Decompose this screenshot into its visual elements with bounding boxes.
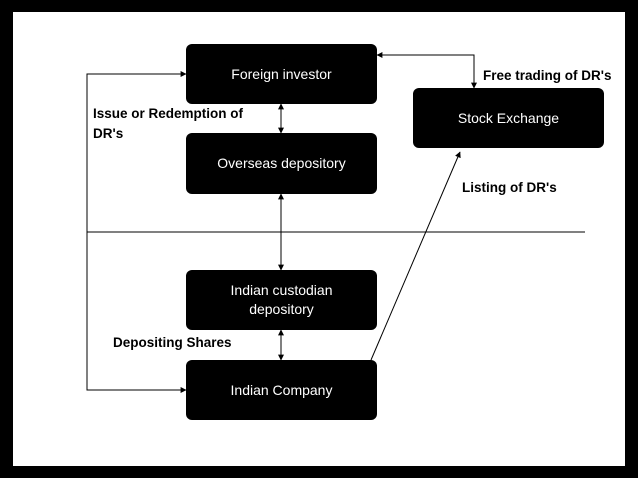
stock-exchange-box: Stock Exchange — [413, 88, 604, 148]
foreign-investor-box: Foreign investor — [186, 44, 377, 104]
listing-label: Listing of DR's — [462, 180, 557, 195]
slide: Foreign investor Overseas depository Ind… — [13, 12, 625, 466]
issue-redemption-loop — [86, 71, 187, 393]
diagram-connectors — [86, 52, 585, 393]
indian-company-box: Indian Company — [186, 360, 377, 420]
free-trading-label: Free trading of DR's — [483, 68, 612, 83]
indian-custodian-box: Indian custodian depository — [186, 270, 377, 330]
free-trading-arrow — [376, 52, 477, 89]
depositing-shares-label: Depositing Shares — [113, 335, 232, 350]
issue-redemption-label-line1: Issue or Redemption of — [93, 106, 244, 121]
listing-arrow — [370, 151, 461, 361]
overseas-depository-box: Overseas depository — [186, 133, 377, 194]
issue-redemption-label-line2: DR's — [93, 126, 124, 141]
